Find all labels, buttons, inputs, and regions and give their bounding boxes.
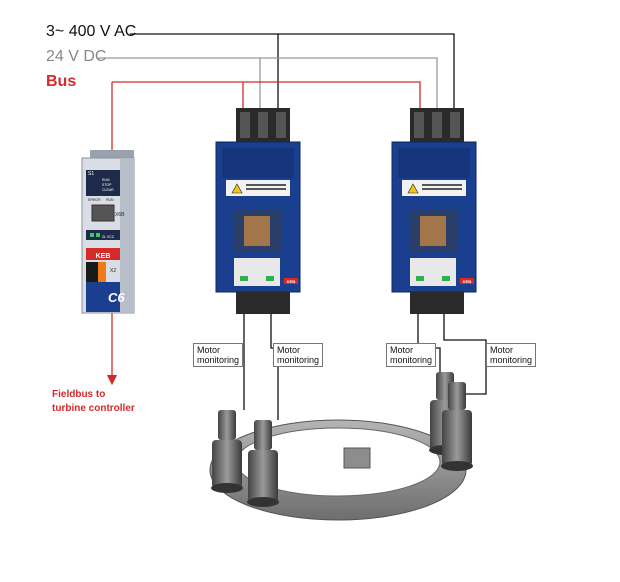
motor-monitoring-box-2: Motor monitoring xyxy=(273,343,324,367)
motor-monitoring-line1: Motor xyxy=(390,345,414,355)
fieldbus-label-line2: turbine controller xyxy=(52,403,135,414)
drive-2: KEB xyxy=(391,108,477,314)
motor-monitoring-line2: monitoring xyxy=(490,355,533,365)
drive-1: KEB xyxy=(215,108,301,314)
controller-run-label: RUN xyxy=(106,198,114,202)
motor-monitoring-box-1: Motor monitoring xyxy=(193,343,244,367)
controller-error-label: ERROR xyxy=(88,198,101,202)
controller-module: S1 RUN STOP CLEAR ERROR RUN X6B ZL VCC K… xyxy=(81,150,135,314)
motor-left-a xyxy=(211,410,243,493)
motor-monitoring-box-4: Motor monitoring xyxy=(486,343,537,367)
drive-2-brand-logo: KEB xyxy=(463,279,472,284)
controller-power-label: ZL VCC xyxy=(102,235,115,239)
bus-label: Bus xyxy=(46,73,77,90)
motor-monitoring-line2: monitoring xyxy=(197,355,240,365)
dc-supply-label: 24 V DC xyxy=(46,48,107,65)
motor-monitoring-line2: monitoring xyxy=(390,355,433,365)
dc-supply-line xyxy=(98,57,438,108)
motor-monitoring-line1: Motor xyxy=(490,345,514,355)
ac-supply-label: 3~ 400 V AC xyxy=(46,23,137,40)
drive-1-brand-logo: KEB xyxy=(287,279,296,284)
controller-status-stop: STOP xyxy=(102,183,112,187)
ac-supply-line xyxy=(130,33,455,108)
motor-monitoring-line2: monitoring xyxy=(277,355,320,365)
controller-connector-label: X2 xyxy=(110,268,116,274)
fieldbus-label: Fieldbus to turbine controller xyxy=(52,388,135,416)
controller-port-label: X6B xyxy=(115,212,125,218)
controller-status-run: RUN xyxy=(102,178,110,182)
motor-left-b xyxy=(247,420,279,507)
controller-slot-label: S1 xyxy=(88,171,94,177)
controller-status-clear: CLEAR xyxy=(102,188,114,192)
motor-monitoring-line1: Motor xyxy=(197,345,221,355)
motor-right-b xyxy=(441,382,473,471)
controller-model-logo: C6 xyxy=(108,290,125,305)
controller-brand-logo: KEB xyxy=(96,253,111,260)
fieldbus-label-line1: Fieldbus to xyxy=(52,389,106,400)
motor-monitoring-box-3: Motor monitoring xyxy=(386,343,437,367)
motor-monitoring-line1: Motor xyxy=(277,345,301,355)
